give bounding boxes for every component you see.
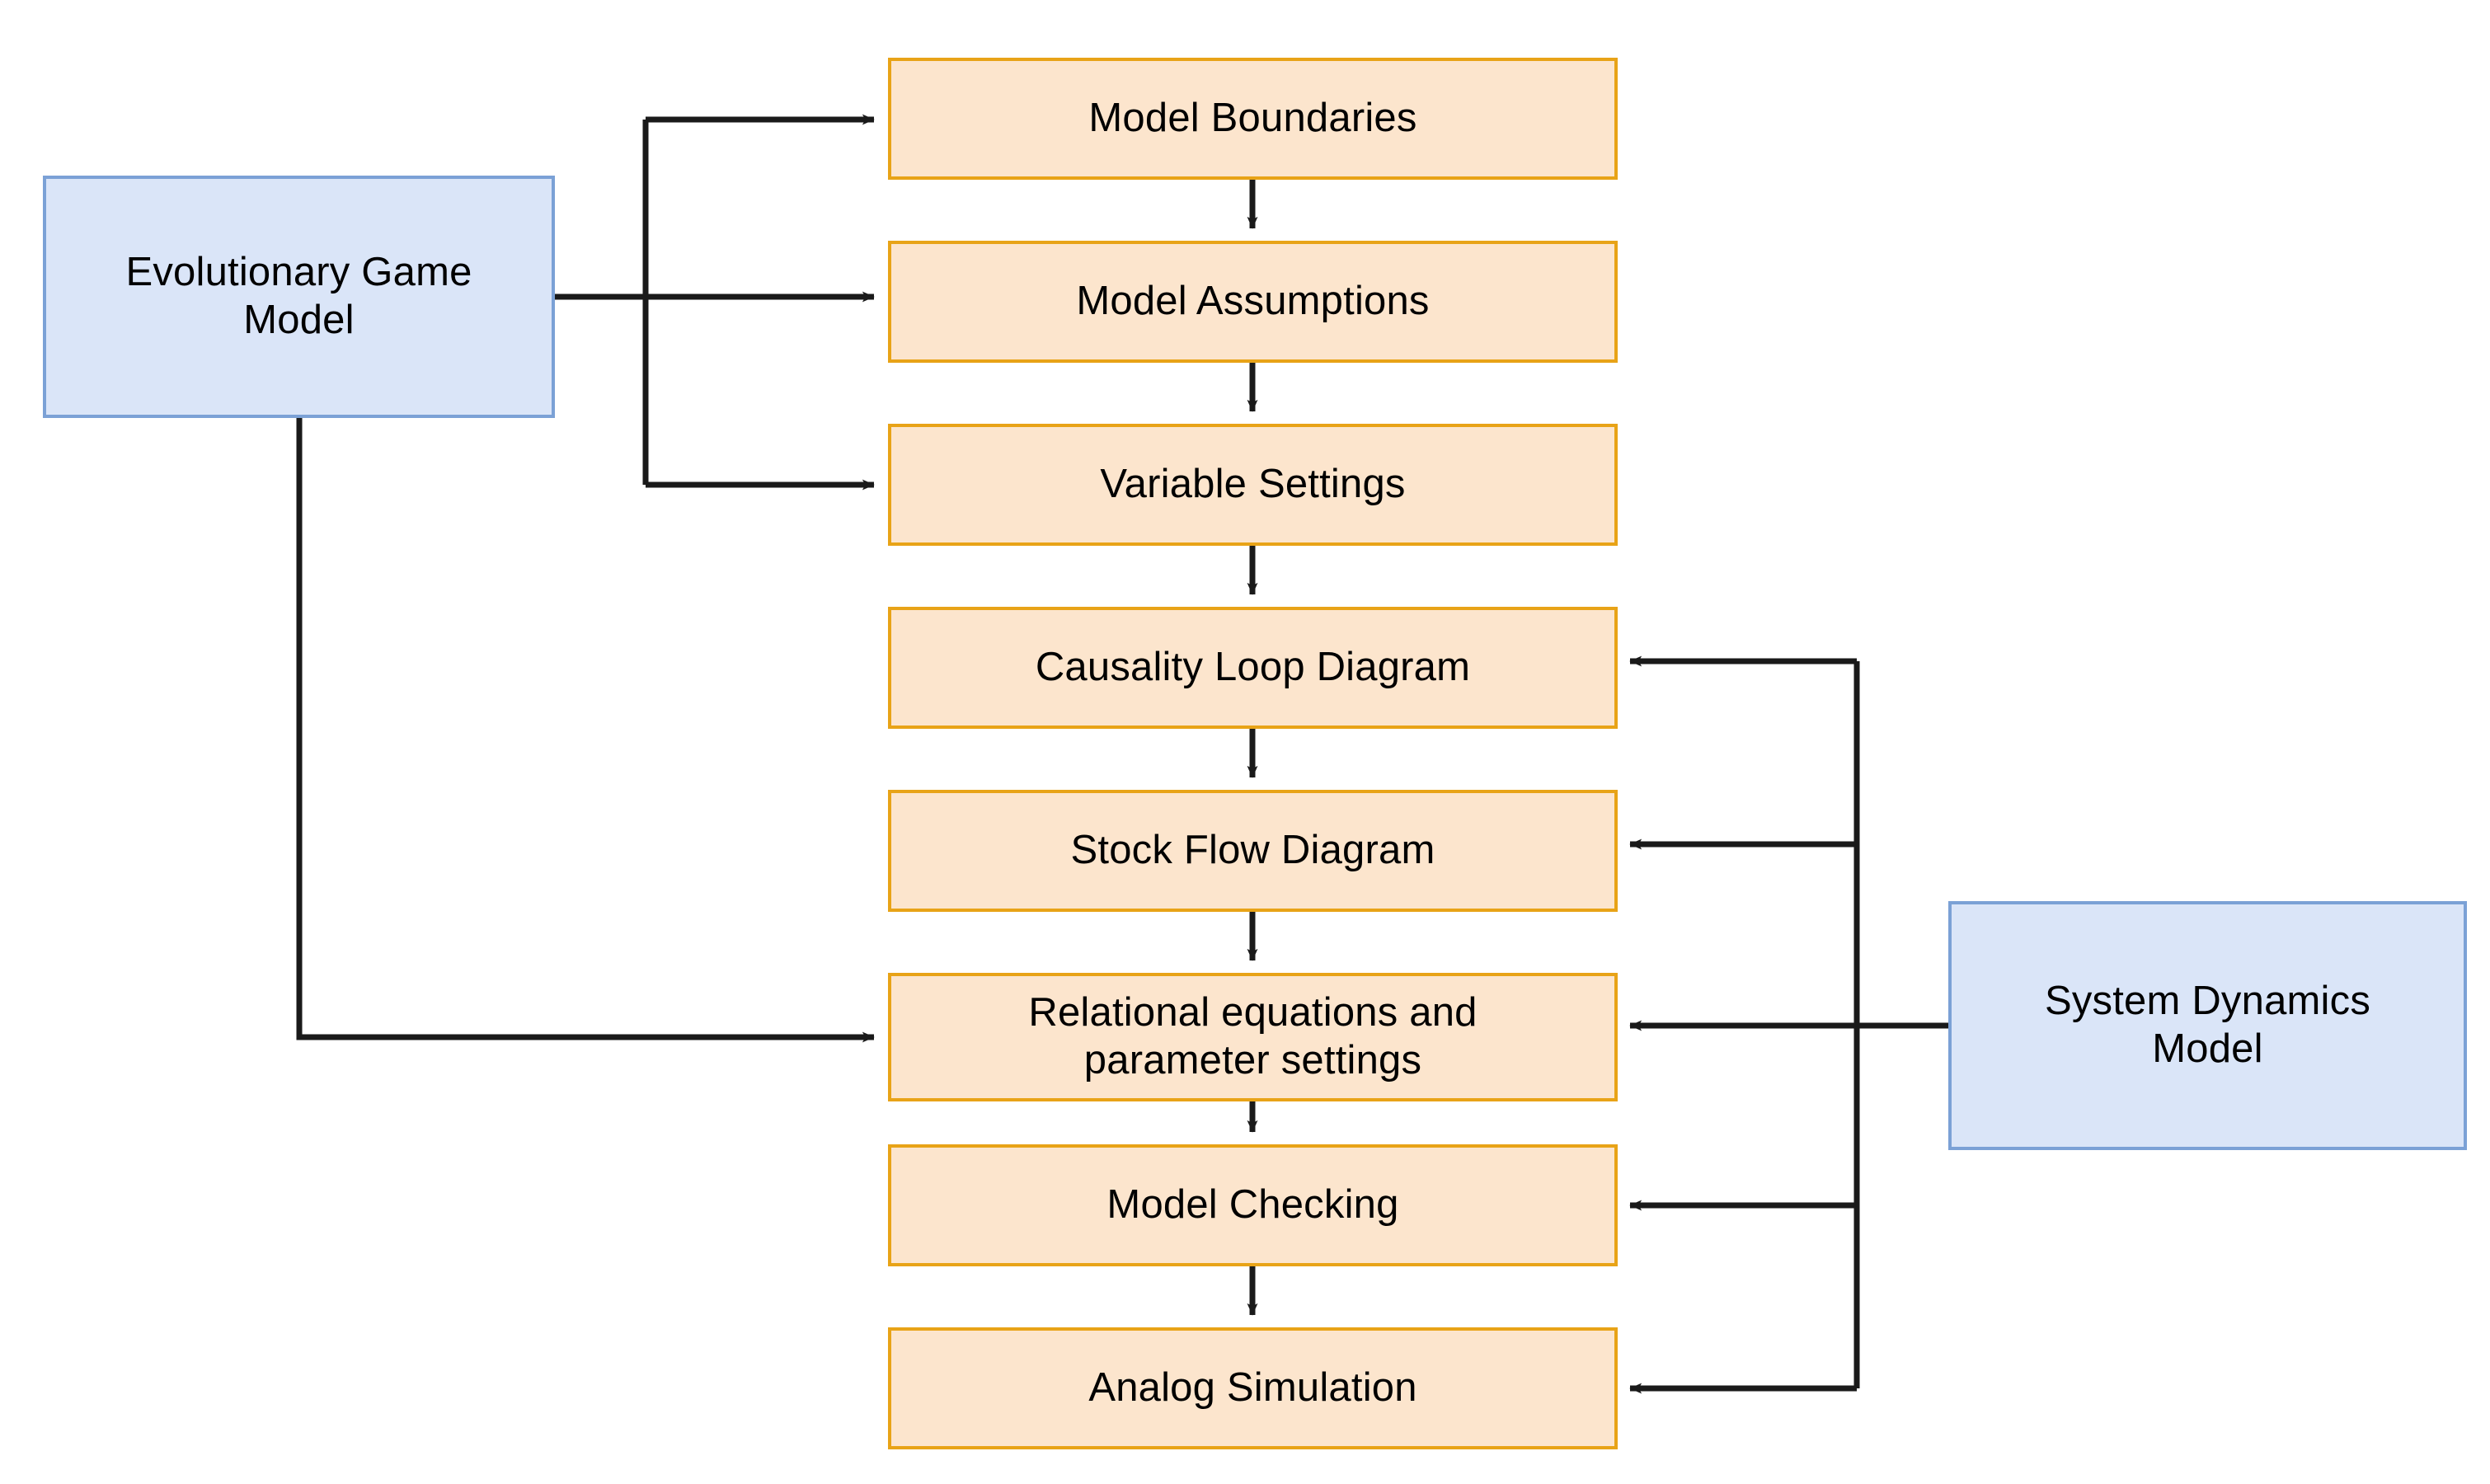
- edge-sdm-fanout: [1629, 655, 1948, 1394]
- node-model-checking[interactable]: Model Checking: [888, 1144, 1618, 1266]
- node-system-dynamics-model[interactable]: System Dynamics Model: [1948, 901, 2467, 1150]
- node-label-analog-simulation: Analog Simulation: [1088, 1365, 1417, 1411]
- node-stock-flow-diagram[interactable]: Stock Flow Diagram: [888, 790, 1618, 912]
- node-label-stock-flow-diagram: Stock Flow Diagram: [1070, 828, 1435, 873]
- node-model-boundaries[interactable]: Model Boundaries: [888, 58, 1618, 180]
- node-variable-settings[interactable]: Variable Settings: [888, 424, 1618, 546]
- node-analog-simulation[interactable]: Analog Simulation: [888, 1327, 1618, 1449]
- node-label-system-dynamics-model: System Dynamics Model: [2044, 979, 2371, 1071]
- node-label-model-checking: Model Checking: [1106, 1182, 1399, 1228]
- edge-egm-fanout: [555, 114, 875, 491]
- node-label-model-boundaries: Model Boundaries: [1088, 96, 1417, 141]
- node-label-relational-equations-and-parameter-settings: Relational equations and parameter setti…: [1028, 990, 1478, 1082]
- edge-egm-to-relational-equations: [296, 418, 875, 1043]
- node-model-assumptions[interactable]: Model Assumptions: [888, 241, 1618, 363]
- node-label-causality-loop-diagram: Causality Loop Diagram: [1035, 645, 1471, 690]
- node-evolutionary-game-model[interactable]: Evolutionary Game Model: [43, 176, 555, 418]
- node-causality-loop-diagram[interactable]: Causality Loop Diagram: [888, 607, 1618, 729]
- node-relational-equations-and-parameter-settings[interactable]: Relational equations and parameter setti…: [888, 973, 1618, 1101]
- node-label-variable-settings: Variable Settings: [1100, 462, 1406, 507]
- node-label-model-assumptions: Model Assumptions: [1076, 279, 1430, 324]
- node-label-evolutionary-game-model: Evolutionary Game Model: [125, 250, 472, 342]
